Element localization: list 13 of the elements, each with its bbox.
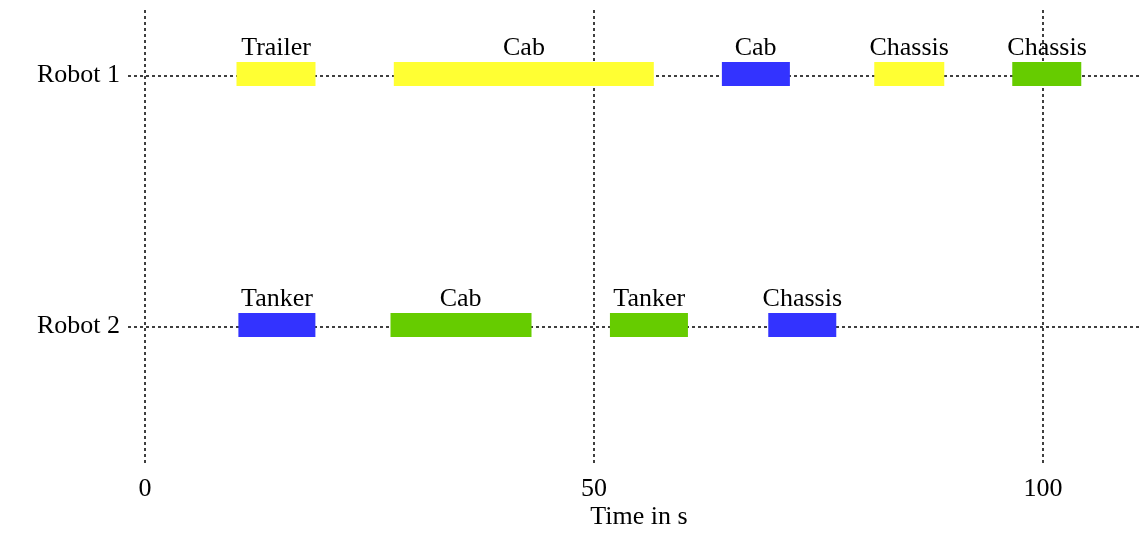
bar-label: Chassis <box>1007 32 1087 62</box>
bar-label: Cab <box>734 32 777 62</box>
tick-label: 100 <box>1023 472 1063 504</box>
bar-label: Chassis <box>762 283 843 313</box>
bar-label: Chassis <box>869 32 949 62</box>
tick-label: 0 <box>138 472 152 504</box>
bar-label: Tanker <box>241 283 313 313</box>
bar-label: Trailer <box>241 32 311 62</box>
bar-label: Cab <box>439 283 482 313</box>
row-label: Robot 1 <box>36 58 120 90</box>
row-label: Robot 2 <box>36 309 120 341</box>
bar-label: Cab <box>503 32 545 62</box>
bar-label: Tanker <box>613 283 686 313</box>
